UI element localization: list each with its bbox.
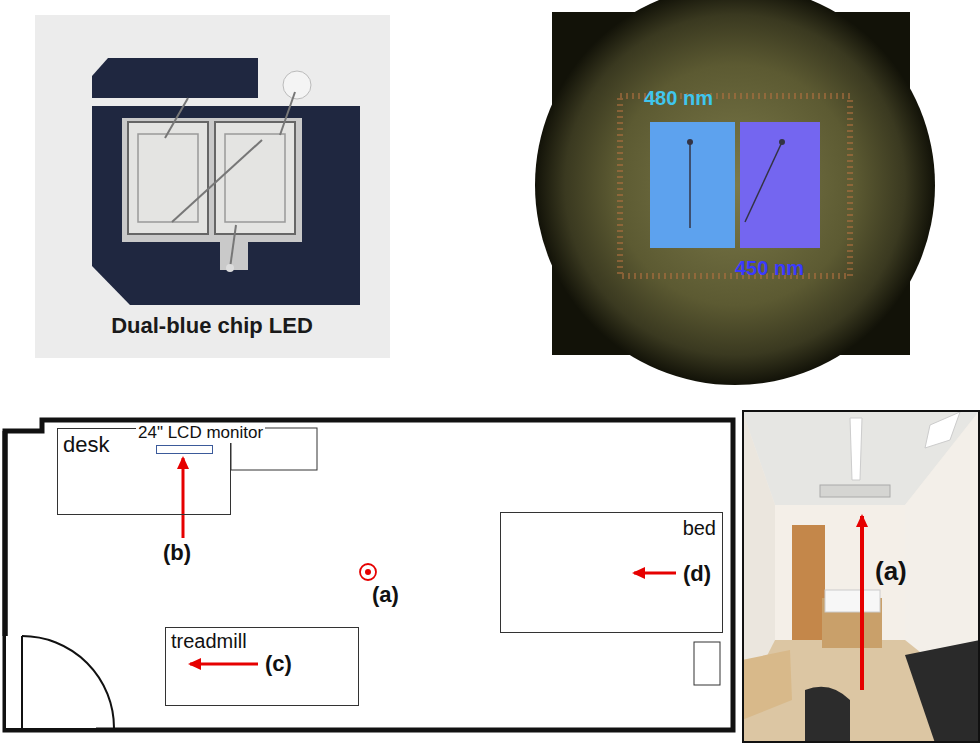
box-label: 24" LCD monitor: [136, 424, 265, 443]
furniture-box: desk24" LCD monitor: [57, 428, 231, 515]
furniture-box: treadmill (c): [165, 627, 359, 706]
box-label: bed: [683, 517, 716, 539]
position-label: (a): [372, 583, 399, 607]
room-photo: [742, 410, 980, 743]
box-label: desk: [63, 433, 109, 457]
monitor-box: 24" LCD monitor: [136, 424, 278, 454]
led-package-photo: [35, 15, 390, 358]
floor-plan: [5, 420, 733, 730]
photo-frame: [743, 411, 979, 742]
box-label: treadmill: [171, 630, 247, 652]
callout-letter: (c): [265, 652, 292, 676]
wavelength-label: 480 nm: [644, 87, 713, 109]
wavelength-label: 450 nm: [735, 257, 804, 279]
figure-caption: Dual-blue chip LED: [62, 314, 362, 338]
position-label: (a): [875, 557, 907, 586]
position-label: (b): [163, 541, 191, 565]
callout-letter: (d): [683, 562, 711, 586]
monitor-outline: [156, 445, 213, 454]
furniture-box: bed (d): [500, 512, 723, 633]
lit-led-photo: [535, 0, 935, 385]
